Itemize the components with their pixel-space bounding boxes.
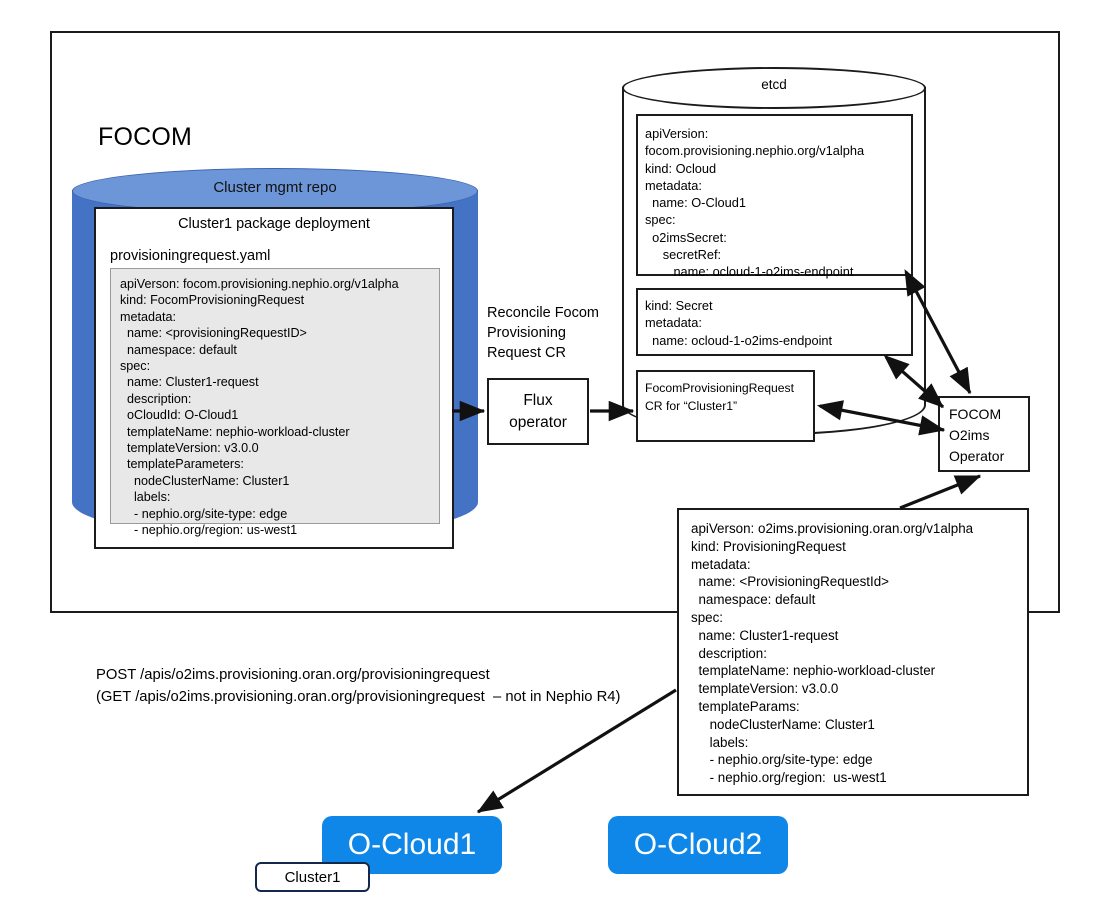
reconcile-focom-provisioning-request-label: Reconcile Focom Provisioning Request CR (487, 305, 600, 361)
o-cloud1-box[interactable]: O-Cloud1 (322, 816, 502, 874)
focom-provisioning-request-cr-box: FocomProvisioningRequest CR for “Cluster… (636, 370, 815, 442)
o-cloud2-label: O-Cloud2 (633, 828, 763, 861)
o-cloud1-label: O-Cloud1 (347, 828, 477, 861)
o-cloud2-box[interactable]: O-Cloud2 (608, 816, 788, 874)
focom-label: FOCOM (98, 123, 193, 151)
provisioning-request-yaml-box: apiVerson: o2ims.provisioning.oran.org/v… (677, 508, 1029, 796)
cluster-mgmt-repo-label: Cluster mgmt repo (213, 179, 337, 196)
arrow-pr-yaml-to-ocloud1 (476, 688, 677, 814)
focom-boundary-frame (50, 31, 1060, 613)
cylinder-top-ellipse (72, 168, 478, 214)
etcd-cylinder-top-ellipse (622, 67, 926, 109)
cluster1-tag-label: Cluster1 (284, 868, 341, 886)
flux-operator-label: Flux operator (509, 391, 567, 431)
o2ims-api-note: POST /apis/o2ims.provisioning.oran.org/p… (96, 667, 621, 705)
focom-provisioning-request-yaml: apiVerson: focom.provisioning.nephio.org… (110, 268, 440, 537)
focom-o2ims-operator-box: FOCOM O2ims Operator (938, 396, 1030, 472)
secret-cr-box: kind: Secret metadata: name: ocloud-1-o2… (636, 288, 913, 356)
etcd-label: etcd (761, 77, 787, 92)
package-deployment-title: Cluster1 package deployment (178, 216, 370, 232)
flux-operator-box: Flux operator (487, 378, 589, 445)
cluster1-tag: Cluster1 (255, 862, 370, 892)
provisioningrequest-yaml-filename: provisioningrequest.yaml (110, 248, 271, 264)
ocloud-cr-box: apiVersion: focom.provisioning.nephio.or… (636, 114, 913, 279)
